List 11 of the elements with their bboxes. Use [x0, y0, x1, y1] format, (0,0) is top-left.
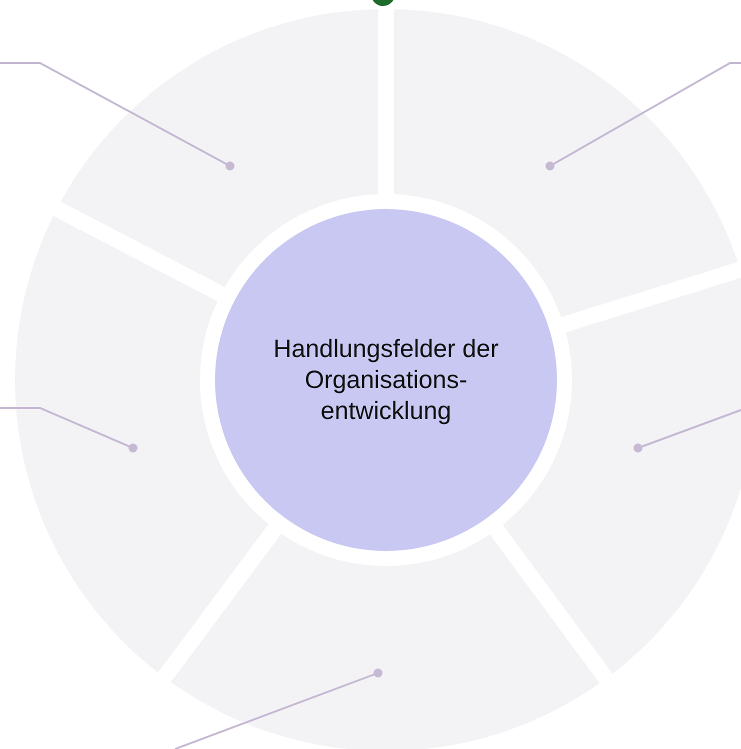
center-title: Handlungsfelder der Organisations- entwicklung — [272, 334, 500, 426]
leader-line — [546, 62, 741, 170]
ring-segment — [15, 216, 269, 673]
leader-line — [0, 407, 138, 452]
leader-line — [634, 409, 741, 452]
ring-segment — [394, 9, 738, 318]
leader-line — [174, 668, 382, 749]
ring-segment — [502, 277, 741, 674]
ring-segment — [60, 9, 378, 288]
ring-segment — [170, 534, 600, 749]
leader-line — [0, 62, 234, 170]
